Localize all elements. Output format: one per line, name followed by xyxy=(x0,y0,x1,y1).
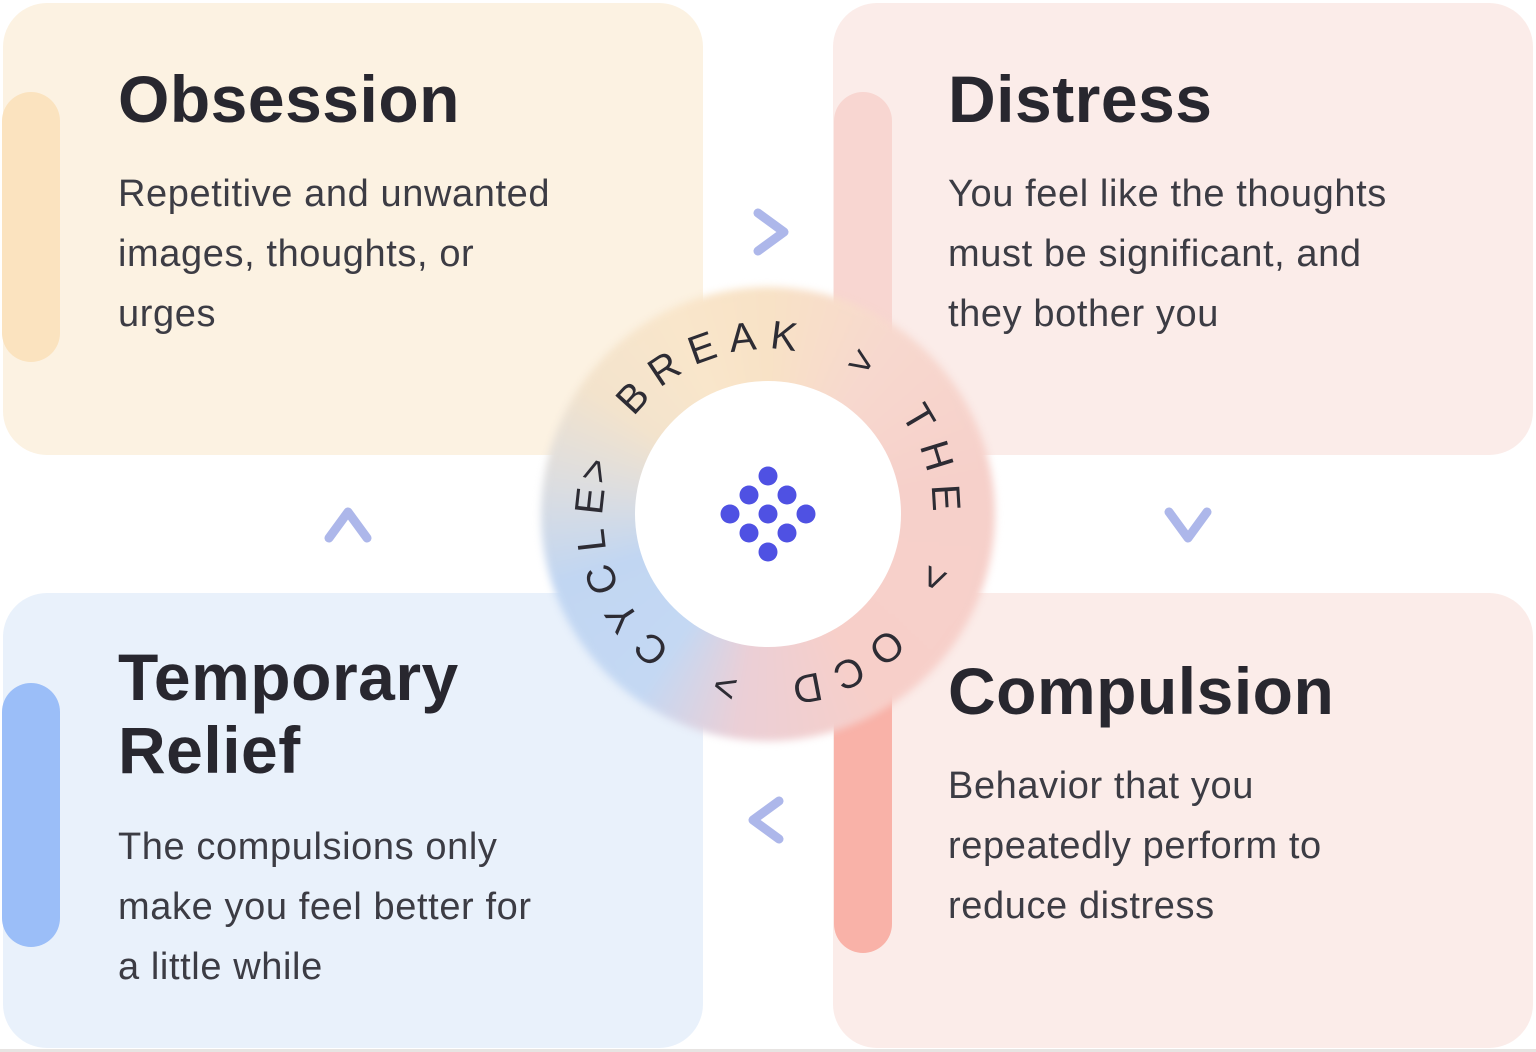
obsession-title: Obsession xyxy=(118,62,460,136)
arrow-up-icon xyxy=(324,507,372,543)
distress-title: Distress xyxy=(948,62,1213,136)
dots-logo-icon xyxy=(720,466,816,562)
temporary-relief-description: The compulsions only make you feel bette… xyxy=(118,826,532,988)
card-obsession: Obsession Repetitive and unwanted images… xyxy=(2,3,703,455)
arrow-left-icon xyxy=(748,796,784,844)
break-the-ocd-cycle-badge: > BREAK > THE > OCD > CYCLE xyxy=(541,287,995,741)
compulsion-description: Behavior that you repeatedly perform to … xyxy=(948,765,1322,927)
temporary-relief-title: Temporary Relief xyxy=(118,640,459,787)
arrow-right-icon xyxy=(753,208,789,256)
obsession-description: Repetitive and unwanted images, thoughts… xyxy=(118,173,551,335)
card-compulsion: Compulsion Behavior that you repeatedly … xyxy=(833,593,1533,1048)
card-temporary-relief: Temporary Relief The compulsions only ma… xyxy=(2,593,703,1048)
temporary-relief-accent-pill xyxy=(2,683,60,947)
distress-description: You feel like the thoughts must be signi… xyxy=(948,173,1387,335)
arrow-down-icon xyxy=(1164,507,1212,543)
obsession-accent-pill xyxy=(2,92,60,362)
compulsion-title: Compulsion xyxy=(948,654,1335,728)
window-bottom-edge xyxy=(0,1049,1536,1052)
